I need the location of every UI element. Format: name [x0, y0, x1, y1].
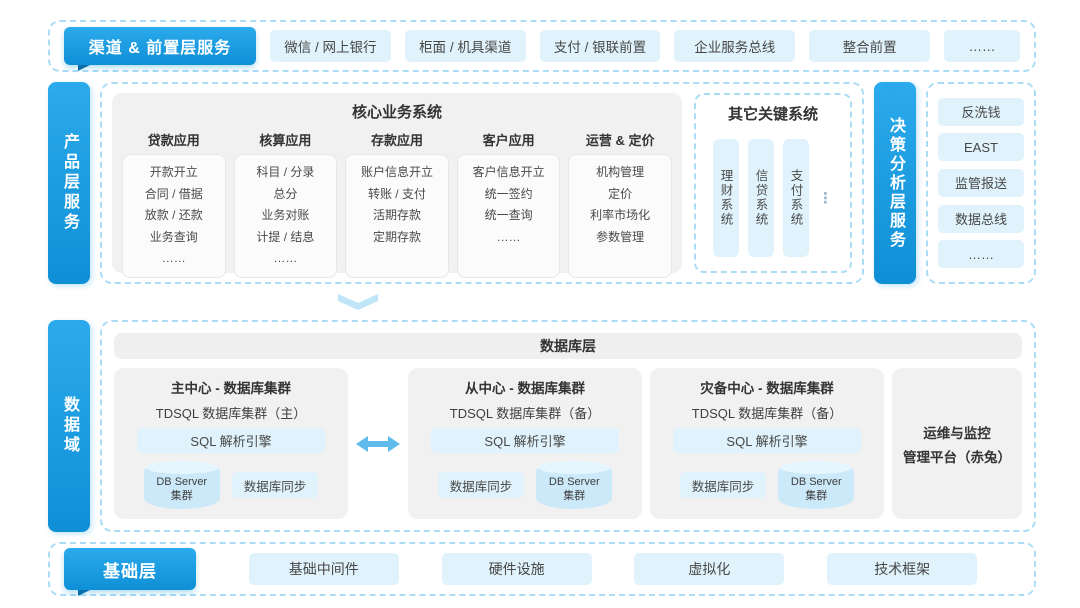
sql-engine: SQL 解析引擎: [137, 428, 325, 453]
base-item-framework: 技术框架: [827, 553, 978, 585]
sql-engine: SQL 解析引擎: [431, 428, 619, 453]
db-server-icon: DB Server 集群: [536, 461, 613, 509]
channel-item-integration: 整合前置: [809, 30, 930, 62]
cluster-title: 主中心 - 数据库集群: [171, 381, 291, 396]
db-server-icon: DB Server 集群: [143, 461, 220, 509]
sync-arrow-icon: [356, 435, 400, 452]
channel-item-esb: 企业服务总线: [674, 30, 796, 62]
channel-item-counter: 柜面 / 机具渠道: [404, 30, 526, 62]
app-column-title: 贷款应用: [147, 133, 200, 148]
decision-item-regulatory: 监管报送: [938, 168, 1024, 197]
db-server-label2: 集群: [563, 489, 586, 502]
app-column-accounting: 核算应用 科目 / 分录 总分 业务对账 计提 / 结息 ……: [233, 128, 338, 278]
base-layer-label: 基础层: [64, 548, 196, 596]
channel-layer-section: 渠道 & 前置层服务 微信 / 网上银行 柜面 / 机具渠道 支付 / 银联前置…: [48, 20, 1036, 72]
cluster-row: 主中心 - 数据库集群 TDSQL 数据库集群（主） SQL 解析引擎 DB S…: [114, 368, 1022, 519]
other-systems-bars: 理财系统 信贷系统 支付系统 ⋮: [702, 130, 844, 263]
arrow-down-icon: [338, 294, 378, 310]
system-credit: 信贷系统: [748, 138, 774, 257]
core-system-title: 核心业务系统: [351, 104, 442, 121]
data-domain-section: 数据域 数据库层 主中心 - 数据库集群 TDSQL 数据库集群（主） SQL …: [48, 320, 1036, 532]
ops-platform-line2: 管理平台（赤兔）: [903, 449, 1011, 465]
decision-layer-items: 反洗钱 EAST 监管报送 数据总线 ……: [926, 82, 1036, 284]
database-area: 数据库层 主中心 - 数据库集群 TDSQL 数据库集群（主） SQL 解析引擎…: [100, 320, 1036, 532]
core-business-system: 核心业务系统 贷款应用 开款开立 合同 / 借据 放款 / 还款 业务查询 ………: [112, 93, 682, 278]
database-layer-title: 数据库层: [114, 333, 1022, 359]
sql-engine: SQL 解析引擎: [673, 428, 861, 453]
data-domain-label: 数据域: [48, 320, 90, 532]
base-item-hardware: 硬件设施: [441, 553, 592, 585]
cluster-disaster-recovery: 灾备中心 - 数据库集群 TDSQL 数据库集群（备） SQL 解析引擎 数据库…: [650, 368, 884, 519]
other-systems-title: 其它关键系统: [727, 106, 818, 123]
product-layer-section: 产品层服务 核心业务系统 贷款应用 开款开立 合同 / 借据 放款 / 还款 业…: [48, 82, 1036, 284]
db-server-label2: 集群: [170, 489, 193, 502]
db-server-label: DB Server: [156, 475, 208, 488]
base-item-virtualization: 虚拟化: [634, 553, 785, 585]
db-server-label: DB Server: [548, 475, 600, 488]
ops-platform-line1: 运维与监控: [923, 425, 991, 441]
channel-item-wechat-ebank: 微信 / 网上银行: [270, 30, 391, 62]
cluster-primary: 主中心 - 数据库集群 TDSQL 数据库集群（主） SQL 解析引擎 DB S…: [114, 368, 348, 519]
cluster-bottom: 数据库同步 DB Server 集群: [679, 461, 855, 509]
core-system-columns: 贷款应用 开款开立 合同 / 借据 放款 / 还款 业务查询 …… 核算应用 科…: [122, 128, 672, 278]
db-sync-chip: 数据库同步: [679, 472, 767, 498]
ops-monitoring-platform: 运维与监控 管理平台（赤兔）: [892, 368, 1022, 519]
cluster-subtitle: TDSQL 数据库集群（备）: [449, 406, 601, 421]
db-sync-chip: 数据库同步: [231, 472, 319, 498]
app-column-title: 存款应用: [370, 133, 423, 148]
product-layer-label: 产品层服务: [48, 82, 90, 284]
channel-item-more: ……: [943, 30, 1020, 62]
app-column-items: 开款开立 合同 / 借据 放款 / 还款 业务查询 ……: [122, 154, 226, 278]
core-area: 核心业务系统 贷款应用 开款开立 合同 / 借据 放款 / 还款 业务查询 ………: [100, 82, 864, 284]
cluster-bottom: 数据库同步 DB Server 集群: [437, 461, 613, 509]
app-column-title: 核算应用: [259, 133, 312, 148]
other-key-systems: 其它关键系统 理财系统 信贷系统 支付系统 ⋮: [694, 93, 852, 273]
app-column-items: 客户信息开立 统一签约 统一查询 ……: [456, 154, 561, 278]
cluster-title: 从中心 - 数据库集群: [465, 381, 585, 396]
system-payment: 支付系统: [783, 138, 809, 257]
app-column-title: 运营 & 定价: [585, 133, 655, 148]
app-column-items: 机构管理 定价 利率市场化 参数管理: [568, 154, 672, 278]
decision-item-more: ……: [938, 240, 1024, 269]
app-column-items: 科目 / 分录 总分 业务对账 计提 / 结息 ……: [233, 154, 338, 278]
decision-item-databus: 数据总线: [938, 204, 1024, 233]
app-column-title: 客户应用: [482, 133, 535, 148]
db-server-icon: DB Server 集群: [778, 461, 855, 509]
app-column-operations-pricing: 运营 & 定价 机构管理 定价 利率市场化 参数管理: [568, 128, 672, 278]
app-column-deposit: 存款应用 账户信息开立 转账 / 支付 活期存款 定期存款: [345, 128, 449, 278]
cluster-subtitle: TDSQL 数据库集群（主）: [155, 406, 307, 421]
db-sync-chip: 数据库同步: [437, 472, 525, 498]
cluster-subtitle: TDSQL 数据库集群（备）: [691, 406, 843, 421]
cluster-bottom: DB Server 集群 数据库同步: [143, 461, 319, 509]
cluster-secondary: 从中心 - 数据库集群 TDSQL 数据库集群（备） SQL 解析引擎 数据库同…: [408, 368, 642, 519]
db-server-label: DB Server: [790, 475, 842, 488]
base-layer-section: 基础层 基础中间件 硬件设施 虚拟化 技术框架: [48, 542, 1036, 596]
channel-layer-label: 渠道 & 前置层服务: [64, 27, 256, 71]
cluster-title: 灾备中心 - 数据库集群: [700, 381, 834, 396]
decision-item-aml: 反洗钱: [938, 97, 1024, 126]
decision-item-east: EAST: [938, 133, 1024, 162]
decision-layer-label: 决策分析层服务: [874, 82, 916, 284]
more-systems-ellipsis: ⋮: [818, 189, 833, 207]
channel-item-payment: 支付 / 银联前置: [539, 30, 661, 62]
app-column-items: 账户信息开立 转账 / 支付 活期存款 定期存款: [345, 154, 449, 278]
system-wealth: 理财系统: [713, 138, 739, 257]
app-column-loan: 贷款应用 开款开立 合同 / 借据 放款 / 还款 业务查询 ……: [122, 128, 226, 278]
flow-to-data-layer: [48, 294, 1036, 310]
db-server-label2: 集群: [805, 489, 828, 502]
base-item-middleware: 基础中间件: [248, 553, 399, 585]
app-column-customer: 客户应用 客户信息开立 统一签约 统一查询 ……: [456, 128, 561, 278]
base-layer-items: 基础中间件 硬件设施 虚拟化 技术框架: [206, 553, 1020, 585]
